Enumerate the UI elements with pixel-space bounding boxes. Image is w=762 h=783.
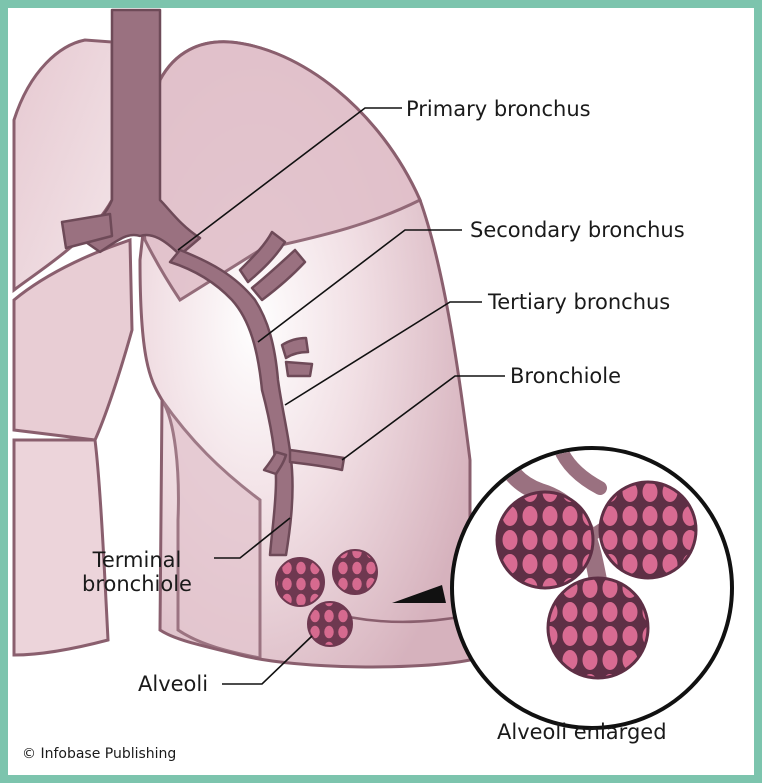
label-bronchiole: Bronchiole [510,364,621,388]
label-secondary-bronchus: Secondary bronchus [470,218,685,242]
copyright-credit: © Infobase Publishing [22,746,176,762]
label-alveoli-enlarged: Alveoli enlarged [497,720,667,744]
label-alveoli: Alveoli [138,672,208,696]
label-tertiary-bronchus: Tertiary bronchus [488,290,670,314]
label-terminal-bronchiole: Terminal bronchiole [82,548,192,596]
label-primary-bronchus: Primary bronchus [406,97,591,121]
enlarged-view [452,448,732,728]
